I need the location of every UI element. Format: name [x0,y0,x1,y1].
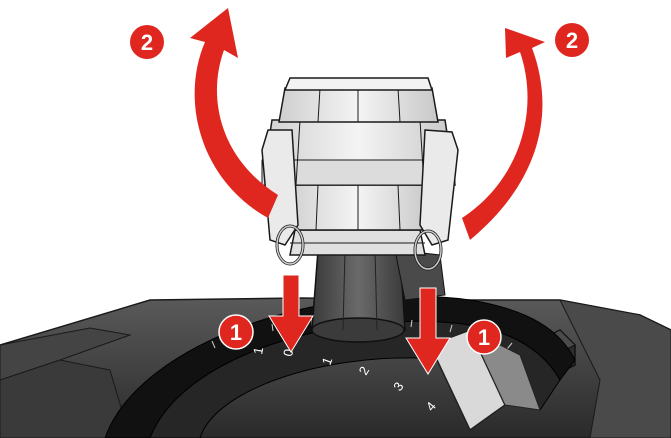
cam-lever-left [261,129,305,266]
step-1-label-left: 1 [230,320,242,345]
step-1-label-right: 1 [478,325,490,350]
step-badge-icon: 2 [555,23,589,57]
dial-scale-label: 1 [319,355,336,367]
curved-arrow-icon [190,8,278,218]
dial-scale-label: 0 [280,348,296,358]
step-2-label-left: 2 [141,30,153,55]
cam-lever-right [413,129,459,271]
step-badge-icon: 2 [130,25,164,59]
down-arrow-icon [405,287,451,375]
step-2-label-right: 2 [566,28,578,53]
step-badge-icon: 1 [218,314,254,350]
camlock-coupling [261,77,456,256]
curved-arrow-icon [462,28,545,240]
step-badge-icon: 1 [466,319,502,355]
spindle-column [311,249,446,343]
dial-scale-label: 1 [250,346,266,356]
down-arrow-icon [268,274,314,353]
